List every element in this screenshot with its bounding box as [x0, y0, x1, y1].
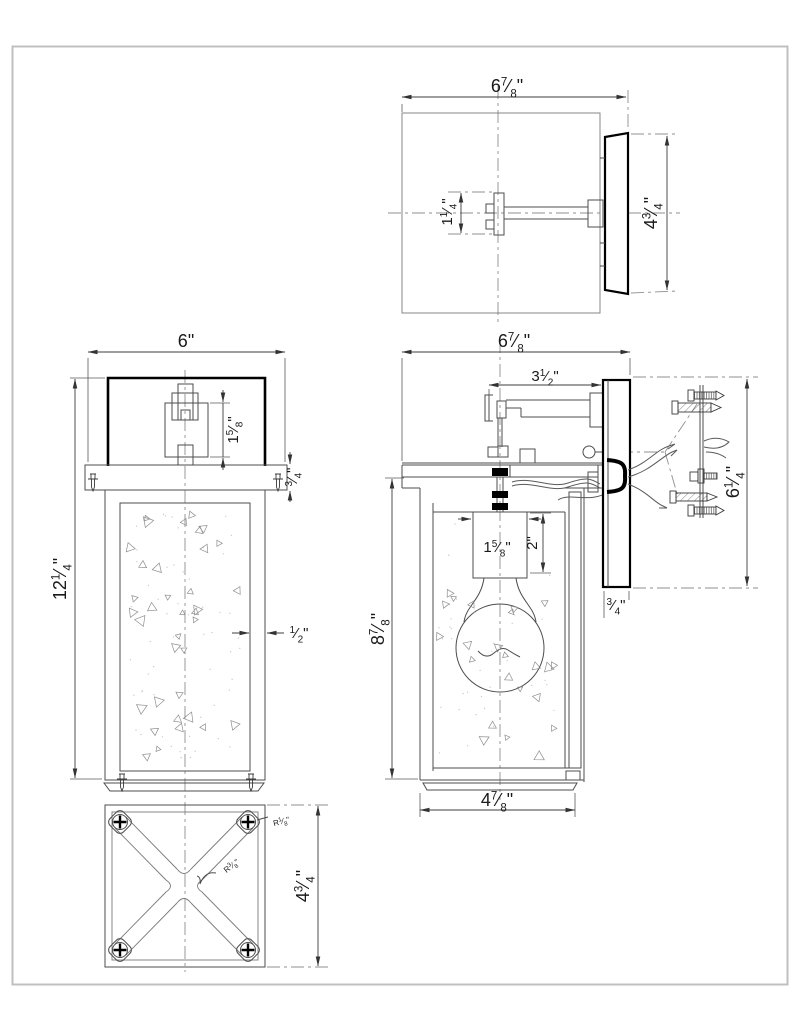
dim-label-front-frame-width: 1⁄2" — [290, 625, 309, 646]
light-bulb — [455, 577, 545, 693]
dim-label-side-socket-width: 15⁄8" — [483, 539, 510, 560]
dim-label-side-mount-height: 61⁄4" — [723, 466, 748, 498]
fixture-body-top-outline — [401, 112, 601, 314]
dim-top-stem-height: 11⁄4" — [439, 191, 496, 235]
bottom-x-brace — [114, 816, 254, 956]
dim-side-glass-depth: 47⁄8" — [419, 790, 576, 817]
front-screw-bottom-right — [246, 773, 256, 793]
dim-bottom-depth: 43⁄4" — [267, 804, 332, 968]
dim-label-side-glass-height: 87⁄8" — [368, 613, 393, 645]
phillips-screw-icon — [236, 938, 260, 962]
dim-label-bottom-depth: 43⁄4" — [293, 870, 318, 902]
dim-top-backplate-height: 43⁄4" — [630, 133, 679, 294]
callout-corner-radius: R1⁄8" — [256, 815, 291, 830]
bottom-view: R1⁄8" R3⁄8" 43⁄4" — [104, 804, 332, 968]
front-glass-frame — [104, 489, 266, 781]
dim-front-plate-width: 6" — [87, 331, 286, 462]
wall-mounting-hardware — [627, 376, 758, 589]
side-view: 67⁄8" 31⁄2" 15⁄8" 2" 87⁄8" — [368, 331, 758, 817]
top-view: 67⁄8" 11⁄4" 43⁄4" — [388, 76, 680, 322]
side-socket-stem — [492, 468, 508, 512]
dim-side-backplate-thickness: 3⁄4" — [603, 591, 630, 618]
dim-label-side-socket-height: 2" — [524, 536, 541, 550]
dim-label-side-overall-depth: 67⁄8" — [498, 331, 530, 356]
front-mounting-bracket — [164, 383, 209, 466]
front-bottom-plate — [103, 782, 265, 792]
dim-front-bracket-height: 15⁄8" — [210, 390, 246, 470]
bottom-plate-inner — [111, 811, 259, 961]
dim-front-plate-thickness: 3⁄4" — [284, 452, 305, 502]
callout-brace-radius: R3⁄8" — [196, 857, 242, 885]
front-screw-top-right — [273, 473, 283, 493]
bottom-corner-screws — [108, 810, 260, 962]
dim-side-socket-width: 15⁄8" — [458, 516, 541, 560]
dim-label-top-stem-height: 11⁄4" — [439, 198, 460, 225]
dim-side-glass-height: 87⁄8" — [368, 477, 418, 780]
side-glass-body — [419, 487, 585, 791]
dim-side-arm-length: 31⁄2" — [488, 368, 602, 398]
dim-front-frame-width: 1⁄2" — [232, 625, 308, 646]
dim-label-front-overall-height: 121⁄4" — [50, 558, 75, 600]
dim-label-top-overall-width: 67⁄8" — [491, 76, 523, 101]
front-glass-speckles — [125, 510, 241, 762]
phillips-screw-icon — [236, 810, 260, 834]
dim-side-mount-height: 61⁄4" — [723, 378, 750, 587]
side-backplate — [601, 378, 632, 589]
dim-label-side-glass-depth: 47⁄8" — [481, 790, 513, 815]
front-backplate-outline — [106, 376, 267, 466]
dim-label-side-backplate-thickness: 3⁄4" — [607, 597, 626, 618]
dim-label-top-backplate-height: 43⁄4" — [641, 197, 666, 229]
sheet-border — [11, 45, 789, 986]
dim-label-side-arm-length: 31⁄2" — [531, 368, 558, 389]
mounting-stem-top — [485, 192, 604, 236]
dim-label-brace-radius: R3⁄8" — [222, 857, 242, 876]
front-view: 6" 15⁄8" 3⁄4" 121⁄4" 1⁄2" — [50, 331, 308, 972]
lamp-socket — [472, 511, 528, 579]
phillips-screw-icon — [108, 938, 132, 962]
phillips-screw-icon — [108, 810, 132, 834]
side-arm-assembly — [484, 392, 604, 464]
bottom-plate-outline — [104, 804, 266, 968]
dim-label-front-bracket-height: 15⁄8" — [225, 416, 246, 443]
side-glass-speckles — [436, 523, 559, 761]
dim-front-overall-height: 121⁄4" — [50, 377, 105, 780]
dim-side-socket-height: 2" — [524, 512, 551, 574]
side-roof-plate — [401, 462, 630, 493]
front-glass-panel — [119, 502, 251, 772]
wall-backplate-top — [603, 131, 630, 296]
dim-label-corner-radius: R1⁄8" — [272, 815, 291, 830]
front-screw-bottom-left — [117, 773, 127, 793]
front-screw-top-left — [88, 473, 98, 493]
dim-side-overall-depth: 67⁄8" — [401, 331, 631, 461]
dim-label-front-plate-width: 6" — [178, 331, 194, 351]
dim-top-overall-width: 67⁄8" — [401, 76, 629, 130]
dim-label-front-plate-thickness: 3⁄4" — [284, 468, 305, 487]
wire-strain-relief — [606, 458, 628, 494]
